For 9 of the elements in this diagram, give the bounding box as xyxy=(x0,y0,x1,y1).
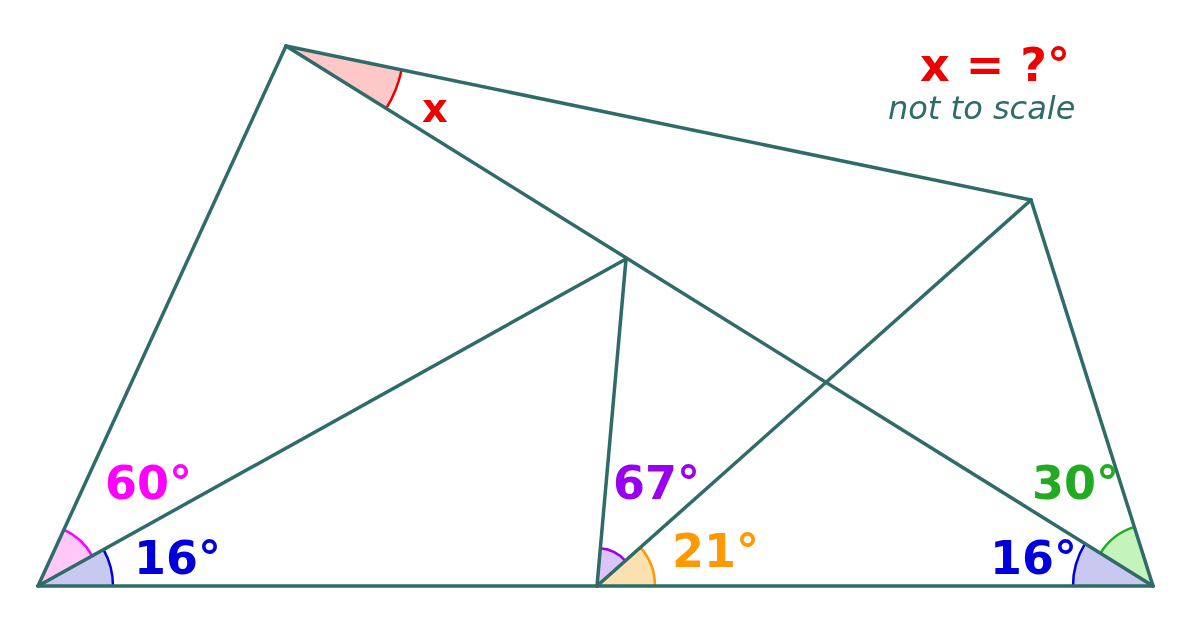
angle-label: 21° xyxy=(672,528,759,574)
angle-label: x xyxy=(422,88,448,128)
question-title: x = ?° xyxy=(920,42,1070,88)
angle-label: 16° xyxy=(134,535,221,581)
angle-label: 30° xyxy=(1032,460,1119,506)
angle-label: 60° xyxy=(105,460,192,506)
angle-label: 16° xyxy=(990,535,1077,581)
note-text: not to scale xyxy=(888,92,1076,124)
angle-label: 67° xyxy=(613,460,700,506)
